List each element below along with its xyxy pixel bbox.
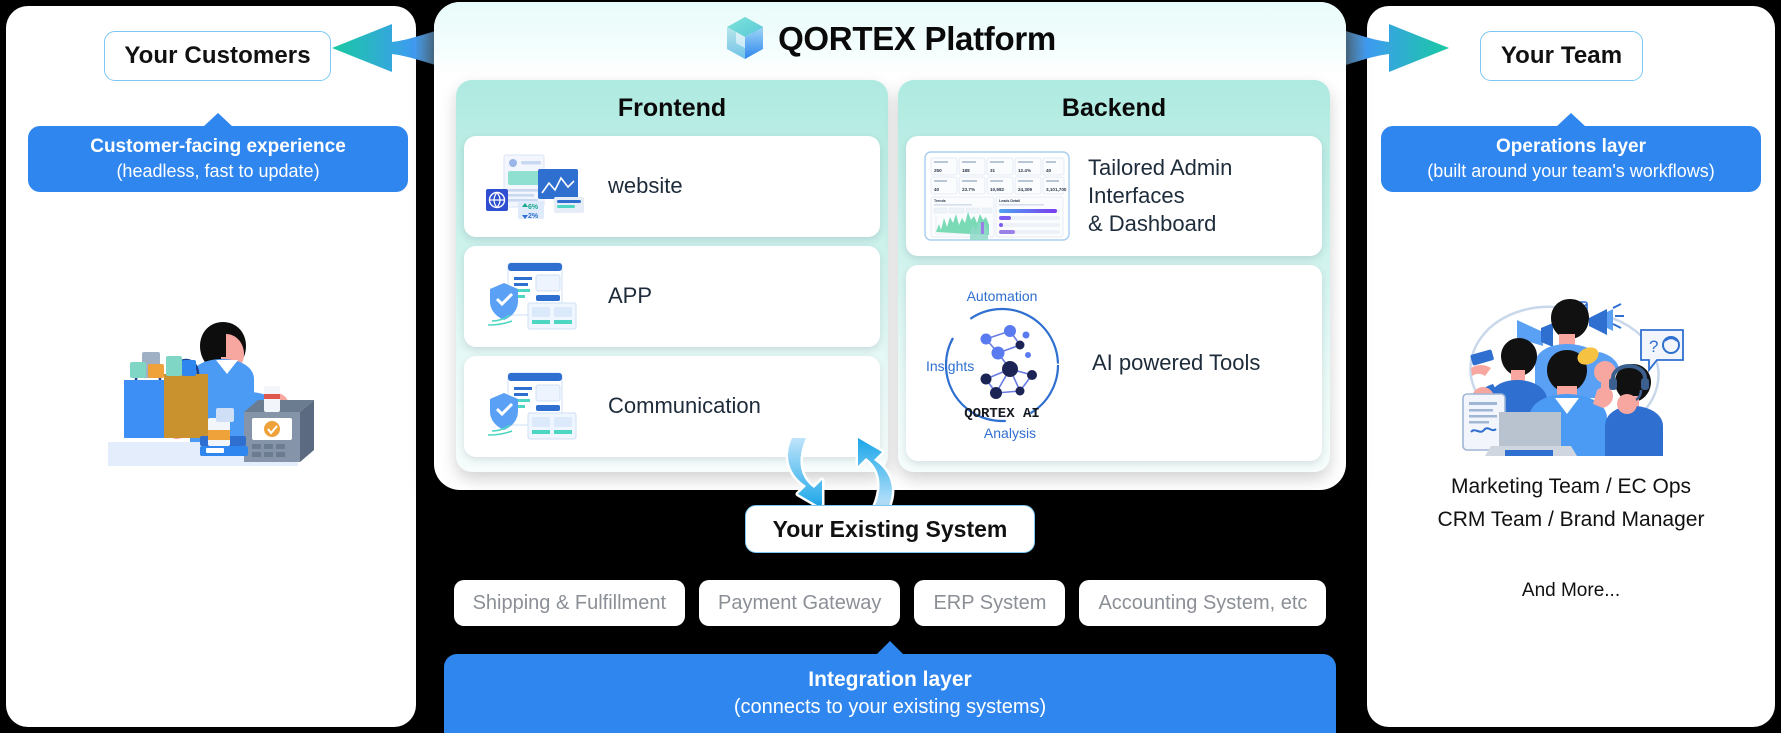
backend-column: Backend <box>898 80 1330 472</box>
your-team-label: Your Team <box>1500 42 1623 69</box>
right-panel: Your Team Operations layer (built around… <box>1367 6 1775 727</box>
frontend-label-app: APP <box>608 283 653 309</box>
backend-label-admin-text: Tailored Admin Interfaces & Dashboard <box>1088 154 1233 237</box>
svg-text:40: 40 <box>1046 168 1052 173</box>
svg-text:Leads Detail: Leads Detail <box>999 199 1020 203</box>
your-team-pill: Your Team <box>1480 31 1643 81</box>
integration-chip-row: Shipping & Fulfillment Payment Gateway E… <box>453 580 1327 626</box>
team-roles-line2: CRM Team / Brand Manager <box>1437 507 1705 531</box>
svg-text:23.7%: 23.7% <box>962 187 975 192</box>
communication-secure-dashboard-thumbnail-icon <box>487 372 577 439</box>
backend-label-admin: Tailored Admin Interfaces & Dashboard <box>1088 154 1232 238</box>
operations-layer-callout: Operations layer (built around your team… <box>1381 126 1761 192</box>
backend-label-ai-tools: AI powered Tools <box>1092 349 1261 375</box>
existing-system-pill: Your Existing System <box>745 505 1035 553</box>
operations-callout-line2: (built around your team's workflows) <box>1427 160 1715 181</box>
chip-shipping-fulfillment[interactable]: Shipping & Fulfillment <box>453 580 686 626</box>
svg-text:Trends: Trends <box>934 199 946 203</box>
customer-facing-callout: Customer-facing experience (headless, fa… <box>28 126 408 192</box>
ai-top-label: Automation <box>967 288 1038 304</box>
arrow-to-customers <box>332 22 465 74</box>
qortex-platform-card: QORTEX Platform Frontend <box>434 2 1346 490</box>
svg-text:31: 31 <box>990 168 996 173</box>
chip-erp-system[interactable]: ERP System <box>914 580 1066 626</box>
ai-center-label: QORTEX AI <box>964 406 1040 422</box>
svg-text:2%: 2% <box>528 213 539 220</box>
svg-text:250: 250 <box>934 168 942 173</box>
frontend-row-communication[interactable]: Communication <box>464 356 880 457</box>
and-more-text: And More... <box>1521 580 1621 601</box>
existing-system-label: Your Existing System <box>772 515 1008 542</box>
operations-callout-line1: Operations layer <box>1496 136 1646 158</box>
platform-title: QORTEX Platform <box>778 20 1056 57</box>
customer-callout-line1: Customer-facing experience <box>90 136 346 158</box>
svg-text:10,982: 10,982 <box>990 187 1004 192</box>
ai-bottom-label: Analysis <box>984 425 1036 441</box>
svg-text:6%: 6% <box>528 204 539 211</box>
integration-bar-line2: (connects to your existing systems) <box>733 696 1047 719</box>
qortex-ai-network-diagram-icon: QORTEX AI Automation Insights Analysis <box>926 288 1060 441</box>
platform-header: QORTEX Platform <box>434 2 1346 76</box>
svg-text:3,101,700: 3,101,700 <box>1046 187 1067 192</box>
website-analytics-thumbnail-icon: 6% 2% <box>486 154 584 220</box>
backend-row-ai-tools[interactable]: QORTEX AI Automation Insights Analysis A… <box>906 265 1322 461</box>
your-customers-label: Your Customers <box>124 42 311 69</box>
integration-layer-bar: Integration layer (connects to your exis… <box>444 654 1336 733</box>
bidirectional-sync-arrows <box>785 438 895 510</box>
svg-text:188: 188 <box>962 168 970 173</box>
customer-checkout-illustration <box>108 322 314 466</box>
ai-left-label: Insights <box>926 358 974 374</box>
frontend-row-website[interactable]: 6% 2% website <box>464 136 880 237</box>
left-panel: Your Customers Customer-facing experienc… <box>6 6 416 727</box>
team-collaboration-illustration: ? <box>1462 299 1684 456</box>
your-customers-pill: Your Customers <box>104 31 331 81</box>
frontend-label-website: website <box>608 173 683 199</box>
arrow-to-team <box>1316 22 1449 74</box>
backend-row-admin-dashboard[interactable]: 250 188 31 12.4% 40 40 23.7% 10,982 24,309 3,1… <box>906 136 1322 256</box>
frontend-column: Frontend 6% <box>456 80 888 472</box>
team-roles-line1: Marketing Team / EC Ops <box>1450 475 1692 498</box>
chip-accounting-system[interactable]: Accounting System, etc <box>1079 580 1327 626</box>
frontend-label-communication: Communication <box>608 393 761 419</box>
frontend-title: Frontend <box>617 93 727 122</box>
customer-callout-line2: (headless, fast to update) <box>116 160 320 181</box>
svg-text:40: 40 <box>934 187 940 192</box>
frontend-row-app[interactable]: APP <box>464 246 880 347</box>
qortex-cube-logo-icon <box>727 17 764 59</box>
svg-text:?: ? <box>1649 337 1658 356</box>
svg-text:24,309: 24,309 <box>1018 187 1032 192</box>
admin-dashboard-thumbnail-icon: 250 188 31 12.4% 40 40 23.7% 10,982 24,309 3,1… <box>924 151 1070 241</box>
svg-text:12.4%: 12.4% <box>1018 168 1031 173</box>
backend-title: Backend <box>1061 93 1167 122</box>
app-secure-dashboard-thumbnail-icon <box>487 262 577 329</box>
chip-payment-gateway[interactable]: Payment Gateway <box>699 580 901 626</box>
integration-bar-line1: Integration layer <box>808 668 972 692</box>
team-roles-text: Marketing Team / EC Ops CRM Team / Brand… <box>1367 471 1775 536</box>
